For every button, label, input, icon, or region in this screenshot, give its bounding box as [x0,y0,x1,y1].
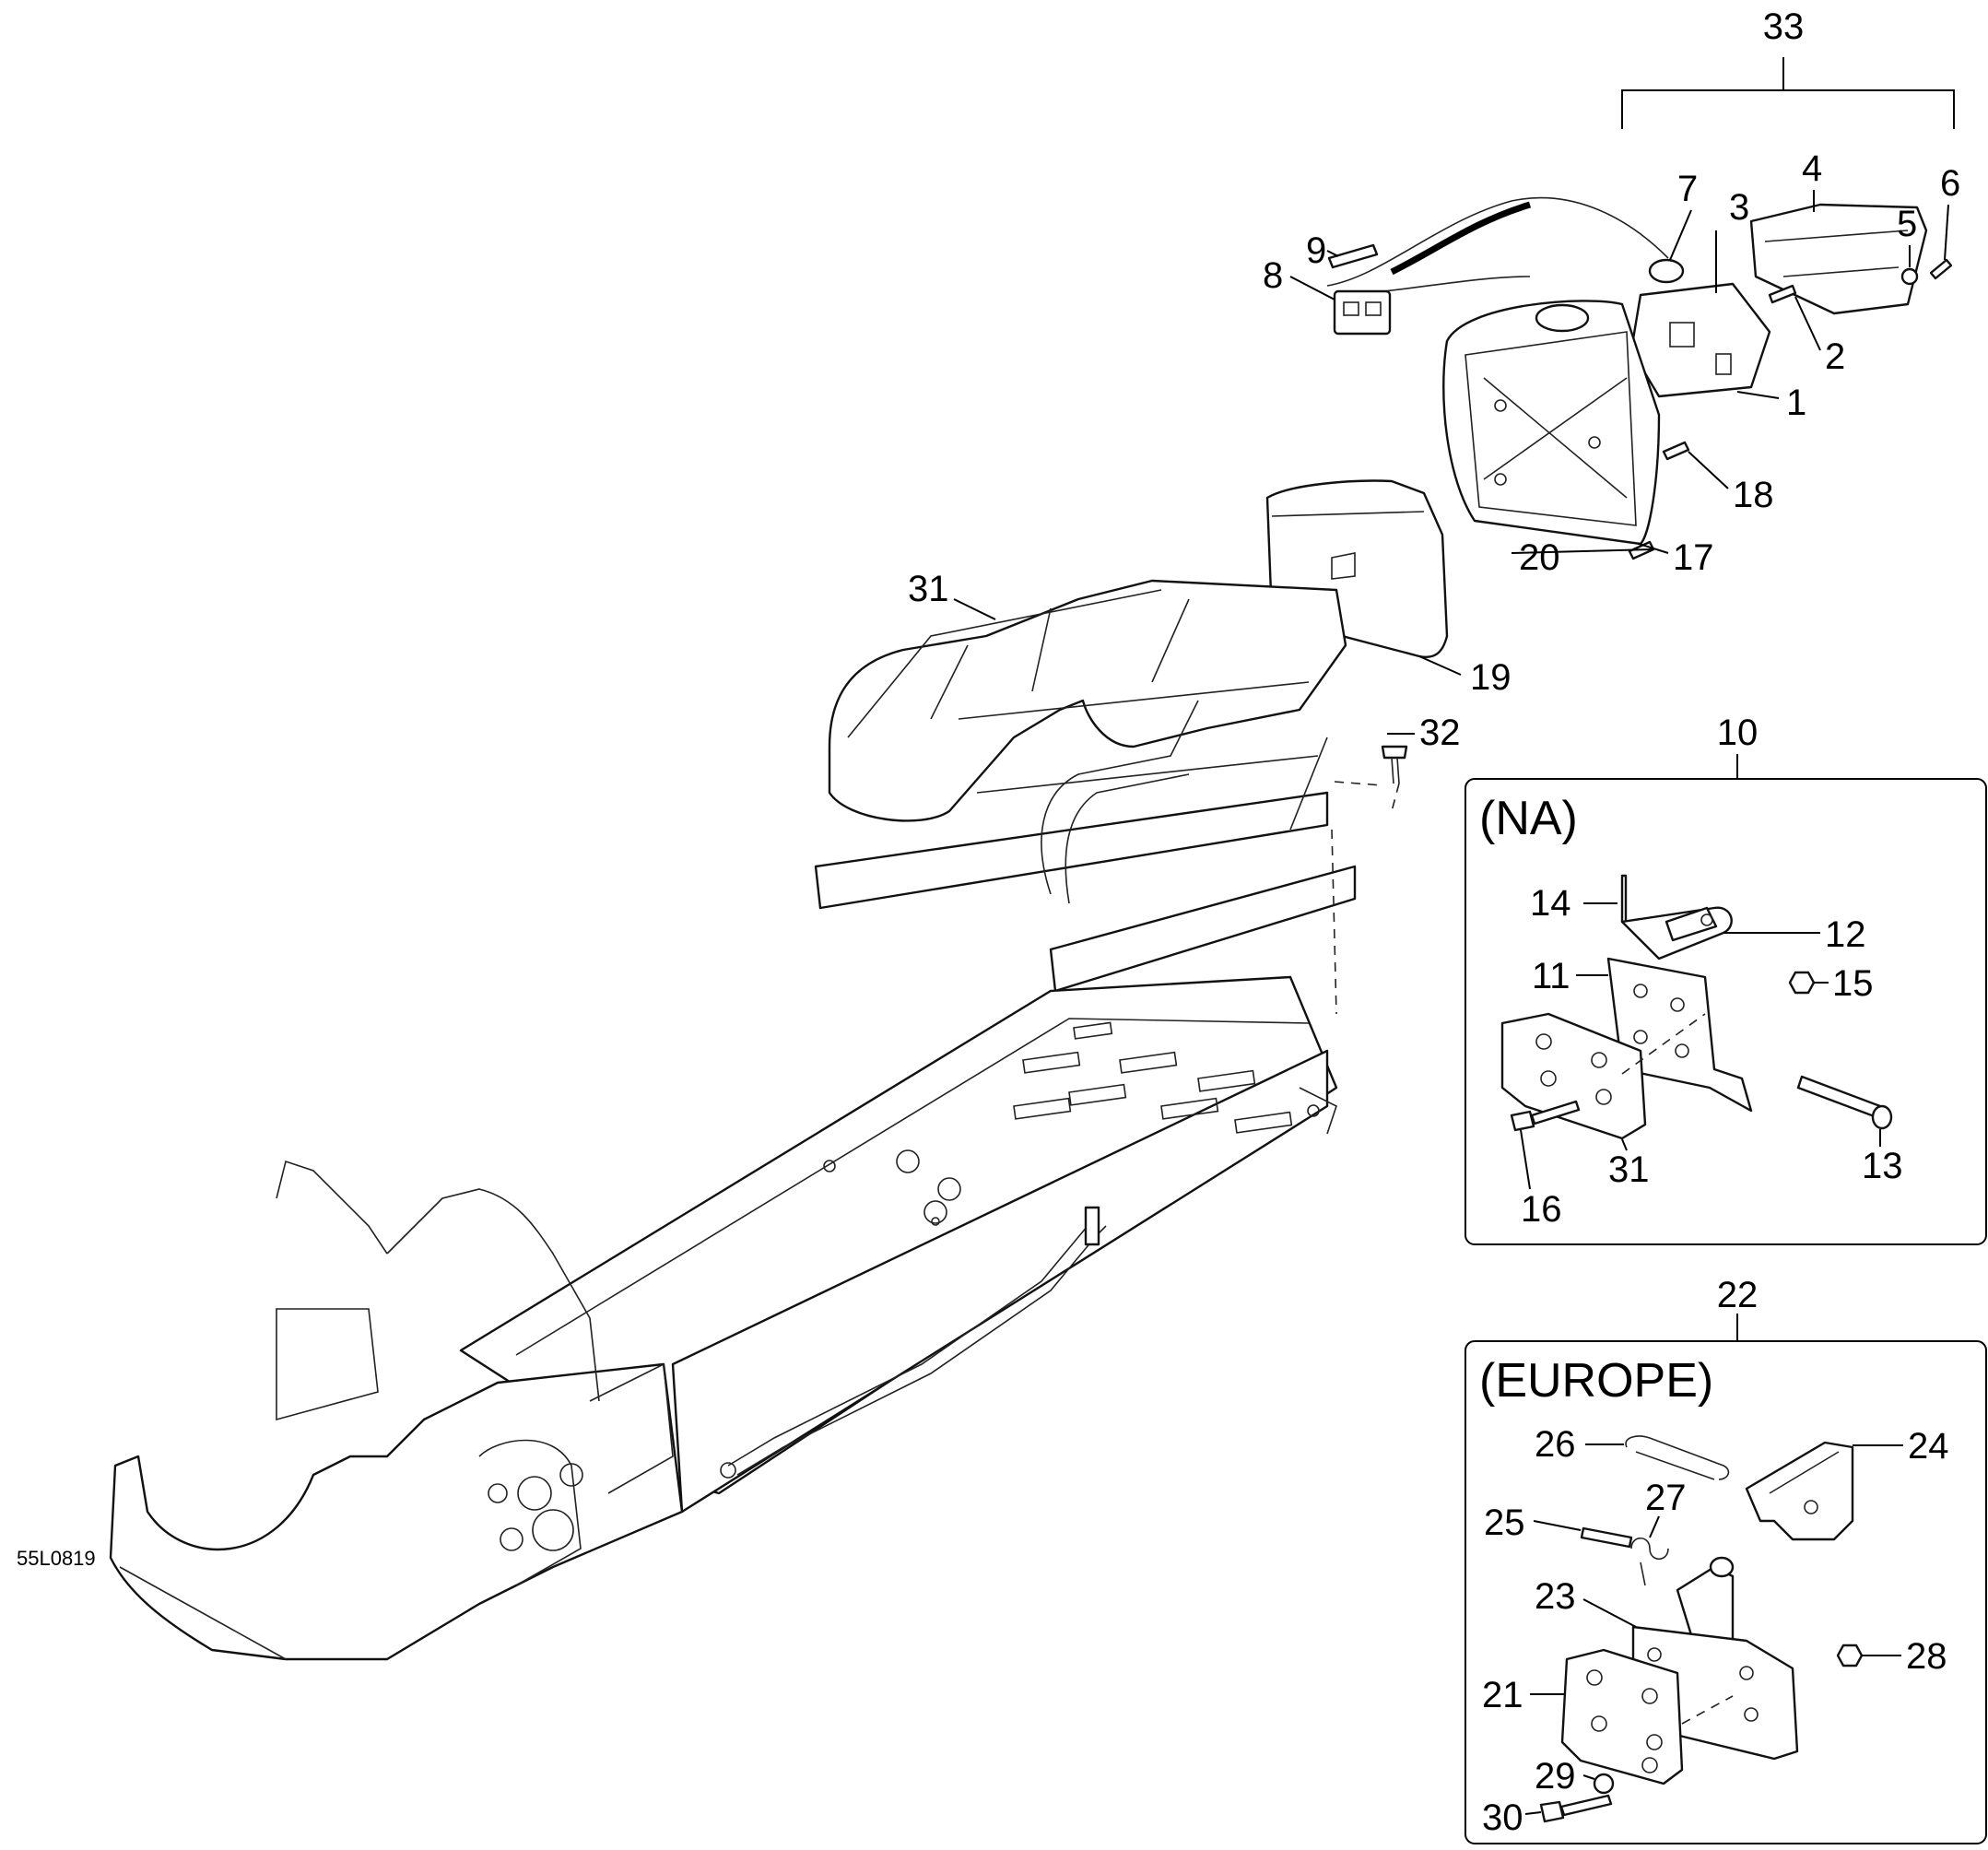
na-box [1465,778,1987,1245]
callout-9: 9 [1306,230,1326,271]
callout-30: 30 [1482,1797,1523,1838]
screw-small-part [1768,284,1797,304]
callout-2: 2 [1825,336,1845,377]
europe-region: 22 (EUROPE) 26 [1465,1275,1987,1844]
figure-code: 55L0819 [17,1547,96,1570]
main-callouts: 31 32 19 20 17 18 1 2 3 4 5 6 7 8 9 55L0… [17,148,1960,1570]
rear-rack [814,579,1357,993]
bolt-32-part [1334,745,1408,812]
grommet-part [1648,258,1685,284]
callout-29: 29 [1535,1756,1576,1797]
callout-27: 27 [1645,1478,1687,1518]
screw-part [1929,258,1953,280]
callout-18: 18 [1733,475,1774,515]
alignment-dash [1331,829,1337,1015]
callout-15: 15 [1832,963,1874,1004]
na-label: (NA) [1479,792,1578,845]
callout-12: 12 [1825,914,1866,955]
callout-31-na: 31 [1608,1149,1650,1190]
callout-19: 19 [1470,657,1512,698]
callout-32: 32 [1419,713,1461,753]
callout-22: 22 [1717,1275,1759,1315]
callout-25: 25 [1484,1502,1525,1543]
screw-housing-part [1662,441,1690,461]
callout-16: 16 [1521,1189,1562,1230]
callout-26: 26 [1535,1424,1576,1465]
callout-7: 7 [1677,169,1698,209]
callout-6: 6 [1940,163,1960,204]
callout-11: 11 [1532,956,1570,996]
callout-28: 28 [1906,1636,1947,1677]
callout-1: 1 [1786,383,1806,423]
connector-part [1333,289,1392,336]
callout-21: 21 [1482,1675,1523,1715]
europe-box [1465,1340,1987,1844]
callout-8: 8 [1263,255,1283,296]
callout-4: 4 [1802,148,1822,189]
callout-10: 10 [1717,713,1759,753]
callout-23: 23 [1535,1576,1576,1617]
callout-17: 17 [1673,537,1714,578]
callout-13: 13 [1862,1146,1903,1186]
callout-24: 24 [1908,1426,1949,1467]
chassis-frame [109,975,1338,1661]
socket-plate-part [1629,282,1771,398]
callout-14: 14 [1530,883,1571,924]
callout-5: 5 [1897,204,1917,244]
europe-label: (EUROPE) [1479,1354,1713,1408]
callout-3: 3 [1729,187,1749,228]
taillight-assembly: 33 [1265,6,1955,658]
na-region: 10 (NA) 14 12 11 15 [1465,713,1987,1245]
callout-33: 33 [1763,6,1805,47]
callout-20: 20 [1519,537,1560,578]
washer-part [1900,267,1919,286]
terminal-pin-part [1327,243,1379,269]
callout-31-rack: 31 [908,569,949,609]
